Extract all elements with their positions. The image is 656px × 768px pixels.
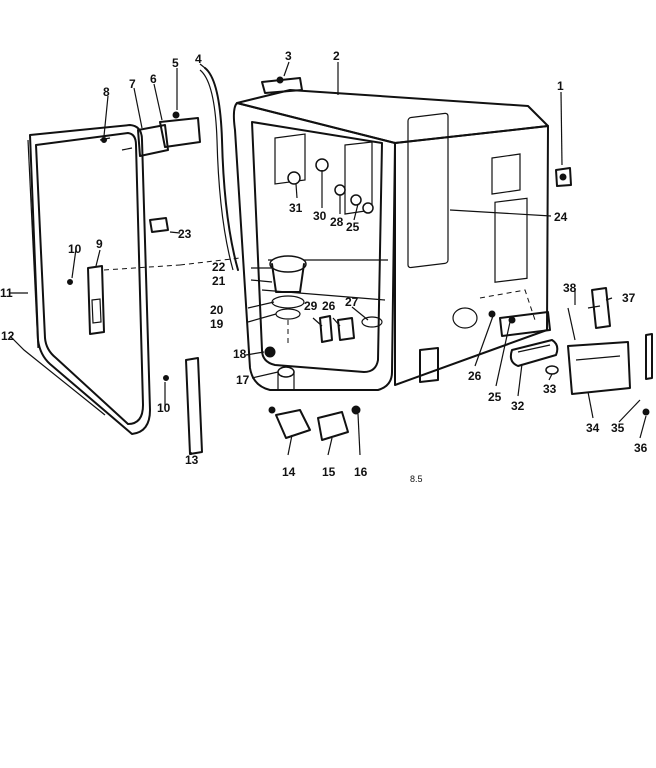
tub-hose bbox=[204, 67, 239, 271]
callout-35: 35 bbox=[611, 421, 625, 435]
side-parts bbox=[488, 287, 653, 416]
callout-10-handle: 10 bbox=[157, 401, 171, 415]
callout-1: 1 bbox=[557, 79, 564, 93]
door-panel bbox=[27, 124, 151, 435]
callout-37: 37 bbox=[622, 291, 636, 305]
callout-21: 21 bbox=[212, 274, 226, 288]
door-latch-parts bbox=[67, 217, 241, 455]
callout-13: 13 bbox=[185, 453, 199, 467]
callout-3: 3 bbox=[285, 49, 292, 63]
callout-6: 6 bbox=[150, 72, 157, 86]
callout-32: 32 bbox=[511, 399, 525, 413]
callout-29: 29 bbox=[304, 299, 318, 313]
leader-lines bbox=[9, 61, 647, 456]
float-switch-part bbox=[555, 167, 572, 187]
callout-34: 34 bbox=[586, 421, 600, 435]
callout-14: 14 bbox=[282, 465, 296, 479]
callout-20: 20 bbox=[210, 303, 224, 317]
callout-16: 16 bbox=[354, 465, 368, 479]
callout-10-door: 10 bbox=[68, 242, 82, 256]
callout-24: 24 bbox=[554, 210, 568, 224]
pump-assembly bbox=[264, 158, 383, 390]
callout-26-side: 26 bbox=[468, 369, 482, 383]
callout-23: 23 bbox=[178, 227, 192, 241]
callout-4: 4 bbox=[195, 52, 202, 66]
callout-19: 19 bbox=[210, 317, 224, 331]
callout-25-inner: 25 bbox=[346, 220, 360, 234]
callout-28: 28 bbox=[330, 215, 344, 229]
figure-code: 8.5 bbox=[410, 474, 423, 484]
callout-5: 5 bbox=[172, 56, 179, 70]
callout-labels: 1 2 3 4 5 6 7 8 9 10 10 11 12 13 14 15 1… bbox=[0, 49, 648, 484]
callout-30: 30 bbox=[313, 209, 327, 223]
callout-11: 11 bbox=[0, 286, 13, 300]
callout-31: 31 bbox=[289, 201, 303, 215]
callout-2: 2 bbox=[333, 49, 340, 63]
callout-38-top: 38 bbox=[563, 281, 577, 295]
callout-8: 8 bbox=[103, 85, 110, 99]
callout-12: 12 bbox=[1, 329, 15, 343]
vent-part bbox=[261, 76, 303, 94]
bottom-brackets bbox=[268, 405, 361, 441]
callout-36: 36 bbox=[634, 441, 648, 455]
callout-9: 9 bbox=[96, 237, 103, 251]
callout-22: 22 bbox=[212, 260, 226, 274]
callout-27: 27 bbox=[345, 295, 359, 309]
hinge-parts bbox=[99, 111, 201, 157]
callout-18: 18 bbox=[233, 347, 247, 361]
callout-15: 15 bbox=[322, 465, 336, 479]
callout-26-inner: 26 bbox=[322, 299, 336, 313]
tub-assembly bbox=[232, 89, 549, 391]
callout-33: 33 bbox=[543, 382, 557, 396]
callout-25-side: 25 bbox=[488, 390, 502, 404]
callout-7: 7 bbox=[129, 77, 136, 91]
callout-17: 17 bbox=[236, 373, 250, 387]
